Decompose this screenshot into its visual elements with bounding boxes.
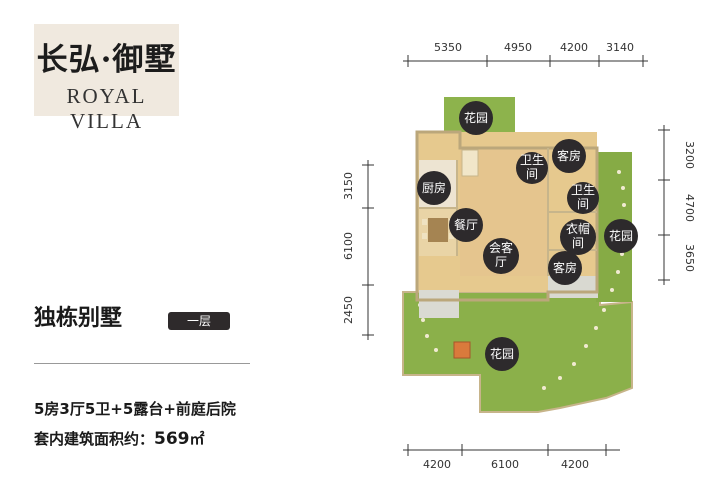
dim-top-1: 5350	[434, 41, 462, 54]
dim-right	[658, 125, 670, 285]
dim-bottom-1: 4200	[423, 458, 451, 471]
area-unit: ㎡	[189, 430, 205, 448]
pergola	[453, 341, 471, 359]
dim-top-4: 3140	[606, 41, 634, 54]
svg-text:衣帽: 衣帽	[566, 221, 590, 236]
room-label-garden-right: 花园	[604, 219, 638, 253]
layout-info: 5房3厅5卫+5露台+前庭后院	[34, 400, 236, 418]
page-title: 独栋别墅	[34, 306, 123, 331]
stair	[461, 149, 479, 177]
room-label-guest2: 客房	[548, 251, 582, 285]
svg-text:卫生: 卫生	[571, 183, 595, 197]
exterior-walls	[415, 130, 599, 302]
divider	[34, 363, 250, 364]
dim-right-1: 3200	[683, 141, 696, 169]
dim-bottom-2: 6100	[491, 458, 519, 471]
room-label-bath2: 卫生 间	[567, 182, 599, 214]
svg-text:厅: 厅	[495, 255, 507, 269]
brand-name-cn: 长弘·御墅	[36, 42, 177, 78]
svg-text:卫生: 卫生	[520, 153, 544, 167]
svg-text:间: 间	[572, 236, 584, 250]
dim-left-2: 6100	[342, 232, 355, 260]
svg-text:厨房: 厨房	[422, 180, 446, 195]
room-label-kitchen: 厨房	[417, 171, 451, 205]
svg-text:餐厅: 餐厅	[454, 217, 478, 232]
dim-top-3: 4200	[560, 41, 588, 54]
dim-right-2: 4700	[683, 194, 696, 222]
area-value: 569	[154, 429, 190, 449]
room-label-closet: 衣帽 间	[560, 219, 596, 255]
floor-badge: 一层	[168, 312, 230, 330]
paving-path	[418, 170, 626, 390]
svg-text:客房: 客房	[557, 148, 581, 163]
svg-text:花园: 花园	[464, 110, 488, 125]
dim-bottom	[403, 444, 620, 456]
svg-text:花园: 花园	[609, 228, 633, 243]
room-label-dining: 餐厅	[449, 208, 483, 242]
svg-text:花园: 花园	[490, 346, 514, 361]
room-label-guest1: 客房	[552, 139, 586, 173]
room-label-garden-top: 花园	[459, 101, 493, 135]
area-label: 套内建筑面积约：	[34, 430, 155, 448]
room-label-living: 会客 厅	[483, 238, 519, 274]
dim-top-2: 4950	[504, 41, 532, 54]
dim-top	[403, 55, 648, 67]
brand-name-en: ROYAL VILLA	[66, 84, 147, 133]
area-info: 套内建筑面积约：569㎡	[34, 428, 205, 449]
room-label-garden-bottom: 花园	[485, 337, 519, 371]
svg-text:客房: 客房	[553, 260, 577, 275]
dim-left	[362, 160, 374, 340]
dim-right-3: 3650	[683, 244, 696, 272]
room-label-bath1: 卫生 间	[516, 152, 548, 184]
dim-bottom-3: 4200	[561, 458, 589, 471]
dining-table	[428, 218, 448, 242]
svg-text:间: 间	[577, 197, 589, 211]
svg-text:间: 间	[526, 167, 538, 181]
brand-logo: 长弘·御墅 ROYAL VILLA	[34, 24, 179, 133]
dim-left-3: 2450	[342, 296, 355, 324]
terrace-left	[419, 290, 459, 318]
svg-text:会客: 会客	[489, 240, 513, 255]
dim-left-1: 3150	[342, 172, 355, 200]
